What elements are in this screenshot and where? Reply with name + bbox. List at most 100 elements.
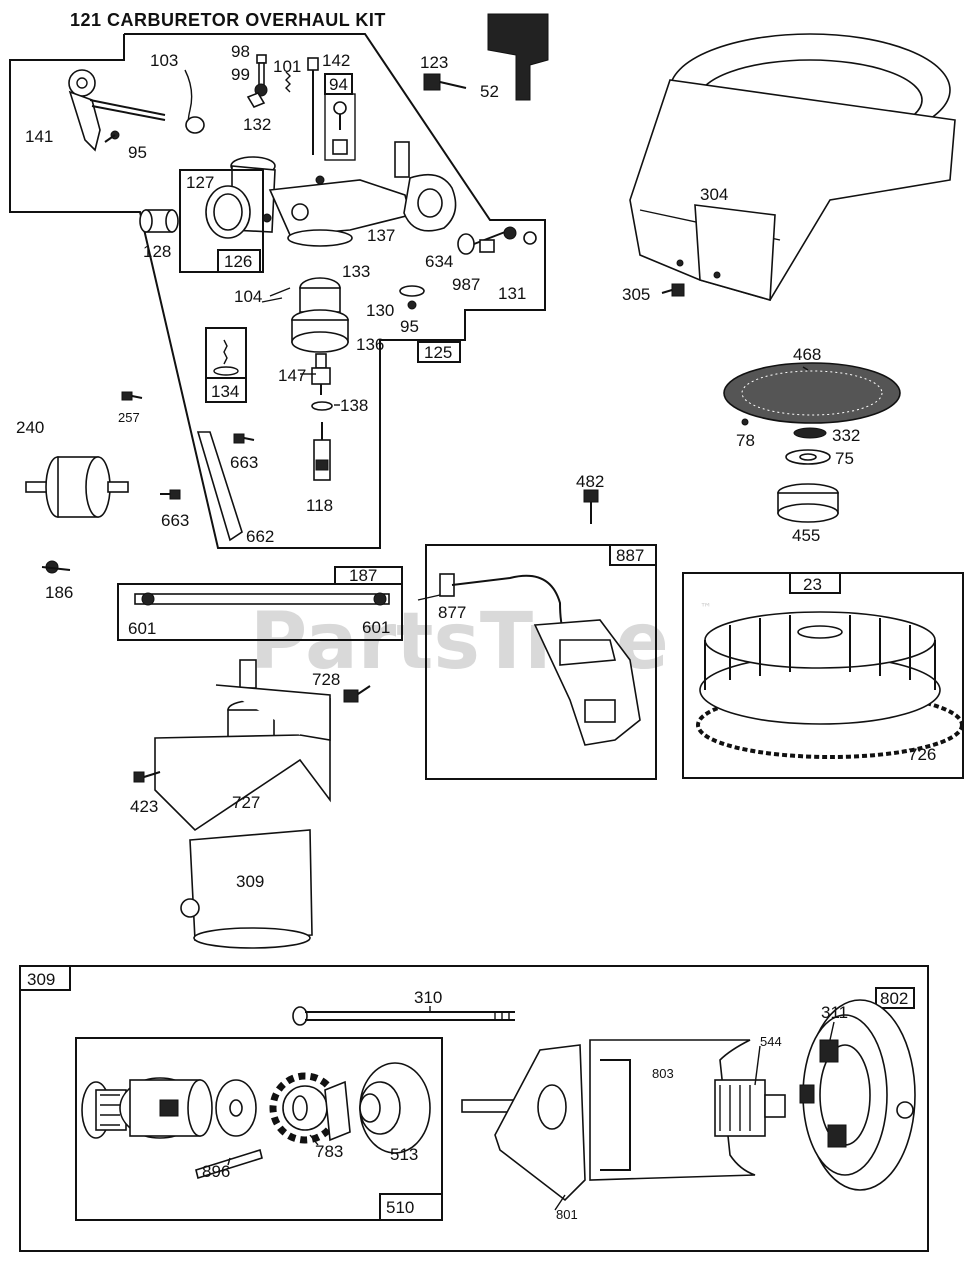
needle-634 (457, 226, 537, 255)
part-label-513: 513 (390, 1145, 418, 1164)
part-label-311: 311 (821, 1003, 848, 1022)
part-label-803: 803 (652, 1066, 674, 1081)
leader-lines (227, 297, 835, 1211)
part-label-310: 310 (414, 988, 442, 1007)
starter-motor-309 (154, 659, 331, 949)
part-label-99: 99 (231, 65, 250, 84)
part-label-95-b: 95 (400, 317, 419, 336)
part-label-601: 601 (128, 619, 156, 638)
carburetor-kit-outline (9, 33, 546, 549)
drive-assembly (81, 1062, 431, 1180)
box-125 (417, 341, 461, 363)
part-label-309: 309 (236, 872, 264, 891)
part-label-896: 896 (202, 1162, 230, 1181)
part-label-877: 877 (438, 603, 466, 622)
part-label-128: 128 (143, 242, 171, 261)
clutch-455 (777, 483, 839, 523)
screw-257 (121, 391, 143, 401)
part-label-423: 423 (130, 797, 158, 816)
part-label-455: 455 (792, 526, 820, 545)
part-label-126: 126 (224, 252, 252, 271)
screw-663-bottom (160, 489, 181, 500)
part-label-987: 987 (452, 275, 480, 294)
watermark-trademark: ™ (700, 601, 712, 615)
part-label-94: 94 (329, 75, 348, 94)
part-label-727: 727 (232, 793, 260, 812)
screw-123 (423, 73, 467, 91)
disc-130 (399, 285, 425, 310)
bushing-128 (139, 209, 179, 233)
jet-118 (313, 422, 331, 481)
box-134 (205, 327, 247, 403)
clamp-186 (41, 560, 71, 574)
part-label-468: 468 (793, 345, 821, 364)
part-label-134: 134 (211, 382, 239, 401)
screw-147 (311, 353, 331, 395)
part-label-130: 130 (366, 301, 394, 320)
part-label-187: 187 (349, 566, 377, 585)
washer-138 (311, 401, 333, 411)
part-label-332: 332 (832, 426, 860, 445)
screw-95 (104, 130, 120, 143)
part-label-104: 104 (234, 287, 262, 306)
part-label-663-b: 663 (161, 511, 189, 530)
screw-663-top (233, 433, 255, 444)
through-bolt-310 (292, 1006, 515, 1026)
carburetor-body (205, 141, 457, 247)
box-309-starter-exploded (19, 965, 929, 1252)
box-510-drive (75, 1037, 443, 1221)
part-label-137: 137 (367, 226, 395, 245)
screw-305 (661, 283, 685, 297)
part-label-23: 23 (803, 575, 822, 594)
part-label-186: 186 (45, 583, 73, 602)
fuel-filter-240 (25, 456, 129, 518)
part-label-482: 482 (576, 472, 604, 491)
part-label-141: 141 (25, 127, 53, 146)
part-label-101: 101 (273, 57, 301, 76)
part-label-78: 78 (736, 431, 755, 450)
box-887-ignition (425, 544, 657, 780)
part-label-75: 75 (835, 449, 854, 468)
part-label-142: 142 (322, 51, 350, 70)
part-label-728: 728 (312, 670, 340, 689)
part-label-118: 118 (306, 496, 333, 515)
part-label-257: 257 (118, 410, 140, 425)
nut-332 (793, 427, 827, 439)
part-label-305: 305 (622, 285, 650, 304)
screw-423 (133, 771, 161, 783)
part-label-127: 127 (186, 173, 214, 192)
flywheel-726 (696, 611, 964, 759)
box-126 (217, 249, 261, 273)
part-label-801: 801 (556, 1207, 578, 1222)
float-136 (291, 277, 349, 353)
part-label-601-b: 601 (362, 618, 390, 637)
part-label-634: 634 (425, 252, 453, 271)
link-662 (196, 431, 243, 542)
part-label-544: 544 (760, 1034, 782, 1049)
part-label-136: 136 (356, 335, 384, 354)
screw-728 (343, 685, 371, 703)
ignition-armature (439, 573, 641, 746)
part-label-309-box: 309 (27, 970, 55, 989)
part-label-125: 125 (424, 343, 452, 362)
pin-104 (269, 287, 291, 297)
armature-803 (461, 1039, 786, 1202)
screw-482 (583, 489, 599, 524)
part-label-147: 147 (278, 366, 306, 385)
part-label-240: 240 (16, 418, 44, 437)
blower-housing-304 (629, 33, 956, 302)
kit-title: 121 CARBURETOR OVERHAUL KIT (70, 10, 386, 30)
part-label-133: 133 (342, 262, 370, 281)
gasket-52 (487, 13, 549, 101)
part-label-131: 131 (498, 284, 526, 303)
part-label-662: 662 (246, 527, 274, 546)
part-label-304: 304 (700, 185, 728, 204)
part-label-510: 510 (386, 1198, 414, 1217)
part-label-95: 95 (128, 143, 147, 162)
part-label-132: 132 (243, 115, 271, 134)
part-label-726: 726 (908, 745, 936, 764)
part-label-887: 887 (616, 546, 644, 565)
needle-142 (307, 57, 319, 155)
